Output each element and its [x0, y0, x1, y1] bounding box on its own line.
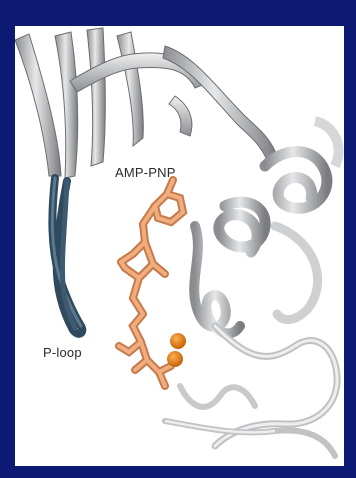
protein-structure-render [15, 26, 344, 466]
p-loop-ribbon [52, 178, 82, 334]
metal-ions [167, 333, 186, 367]
beta-sheet-ribbons [15, 28, 277, 178]
amp-pnp-label: AMP-PNP [115, 165, 176, 180]
ion-sphere-2 [167, 351, 183, 367]
coil-loops [165, 326, 337, 456]
molecular-structure-panel: AMP-PNP P-loop [15, 26, 344, 466]
ion-sphere-1 [170, 333, 186, 349]
p-loop-label: P-loop [43, 345, 82, 360]
